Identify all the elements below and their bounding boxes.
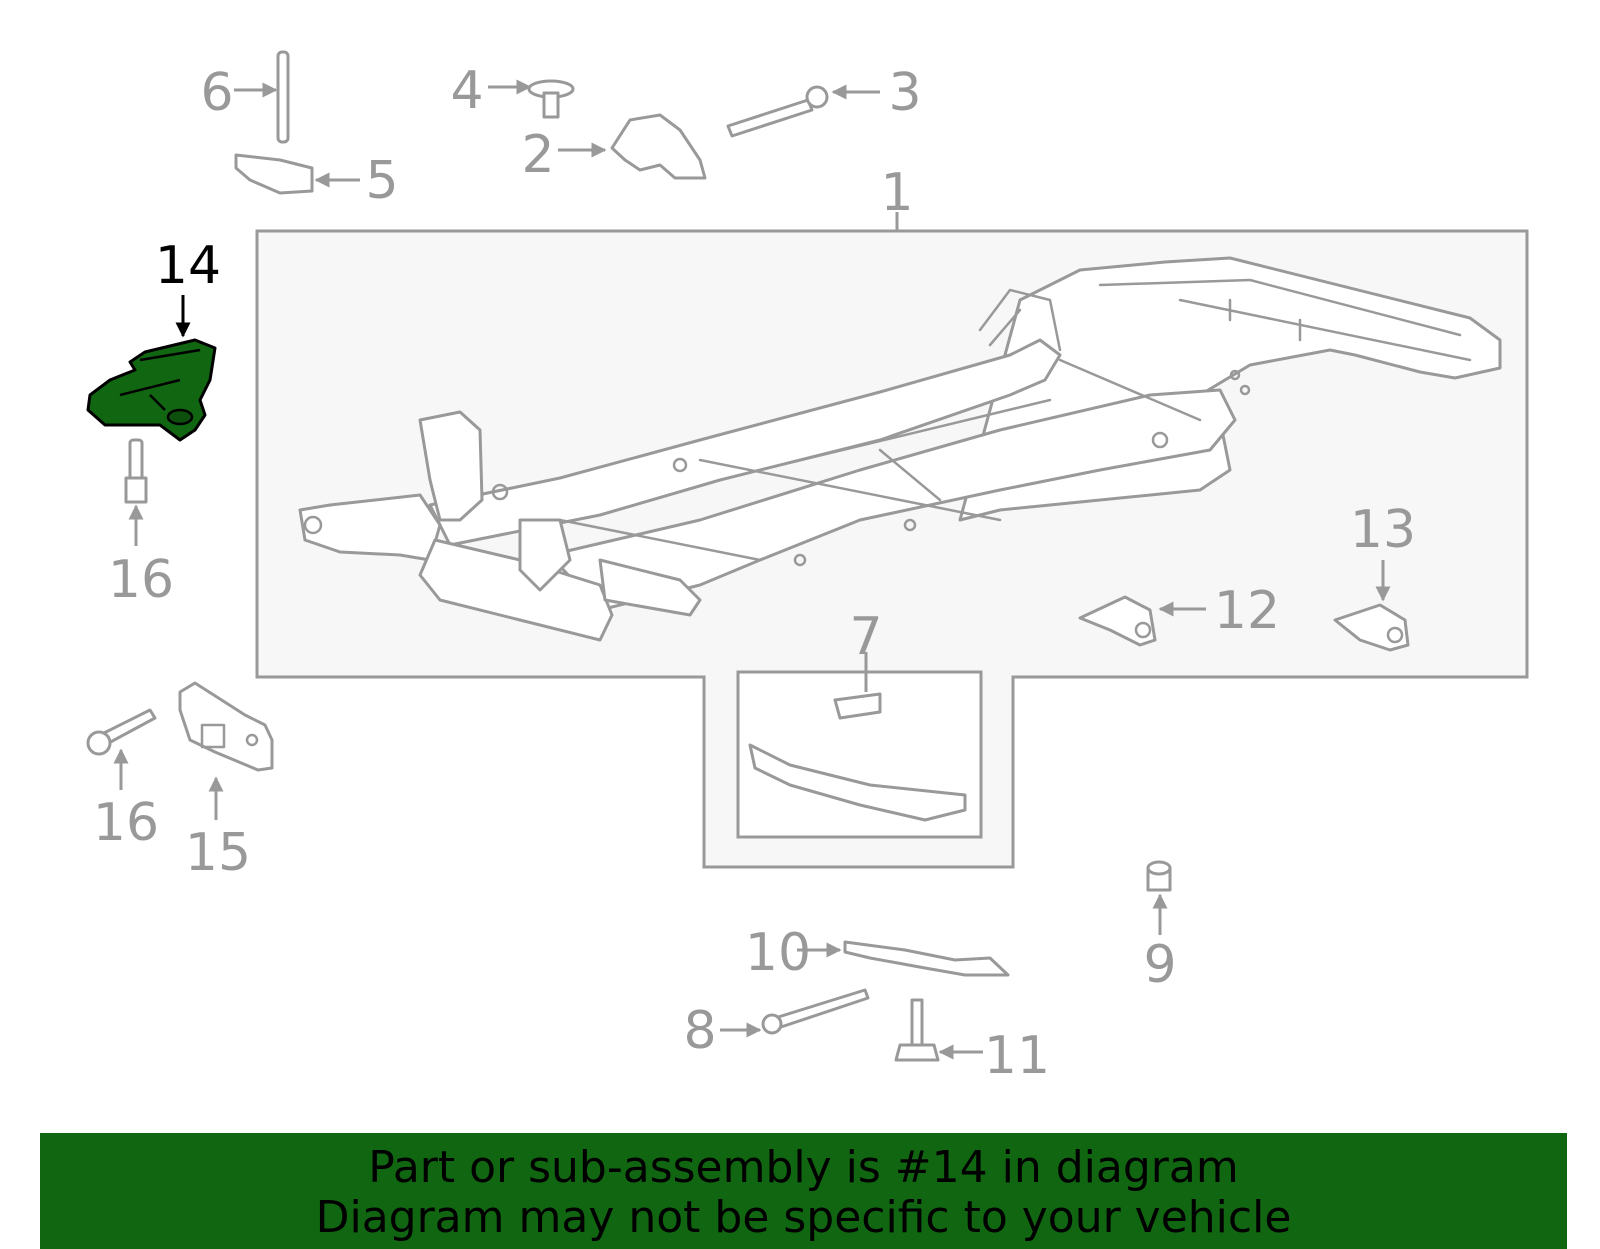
callout-2: 2 [521,125,554,185]
callout-5: 5 [365,151,398,211]
callout-6: 6 [200,63,233,123]
callout-1: 1 [880,163,913,223]
callout-12: 12 [1214,581,1280,641]
callout-3: 3 [888,63,921,123]
callout-15: 15 [185,823,251,883]
callout-16-lower: 16 [93,793,159,853]
part-15-bracket[interactable] [178,681,274,772]
part-16-stud-upper[interactable] [124,438,148,504]
part-8-bolt[interactable] [761,988,870,1035]
part-16-bolt-lower[interactable] [86,708,157,756]
part-9-bushing[interactable] [1146,860,1172,892]
info-banner: Part or sub-assembly is #14 in diagram D… [40,1133,1567,1249]
callout-9: 9 [1143,935,1176,995]
banner-line-1: Part or sub-assembly is #14 in diagram [368,1142,1239,1193]
part-6-stud[interactable] [276,50,290,144]
part-4-clip[interactable] [527,79,575,119]
banner-line-2: Diagram may not be specific to your vehi… [315,1192,1292,1243]
frame-assembly[interactable] [298,256,1502,642]
part-5-plate[interactable] [234,153,314,195]
callout-8: 8 [683,1001,716,1061]
callout-14: 14 [155,236,221,296]
part-12-mount[interactable] [1078,595,1157,647]
part-11-bolt[interactable] [894,998,940,1062]
callout-16-upper: 16 [108,550,174,610]
callout-13: 13 [1350,500,1416,560]
part-13-mount[interactable] [1333,603,1410,652]
callout-7: 7 [849,607,882,667]
callout-11: 11 [984,1026,1050,1086]
part-7-bracket[interactable] [748,692,967,822]
leader-lines [113,79,1391,1060]
part-14-mount-highlighted[interactable] [86,338,217,442]
part-10-shield[interactable] [843,940,1010,977]
callout-4: 4 [450,61,483,121]
callout-10: 10 [745,923,811,983]
part-2-bracket[interactable] [610,113,707,180]
part-3-bolt[interactable] [726,85,829,138]
